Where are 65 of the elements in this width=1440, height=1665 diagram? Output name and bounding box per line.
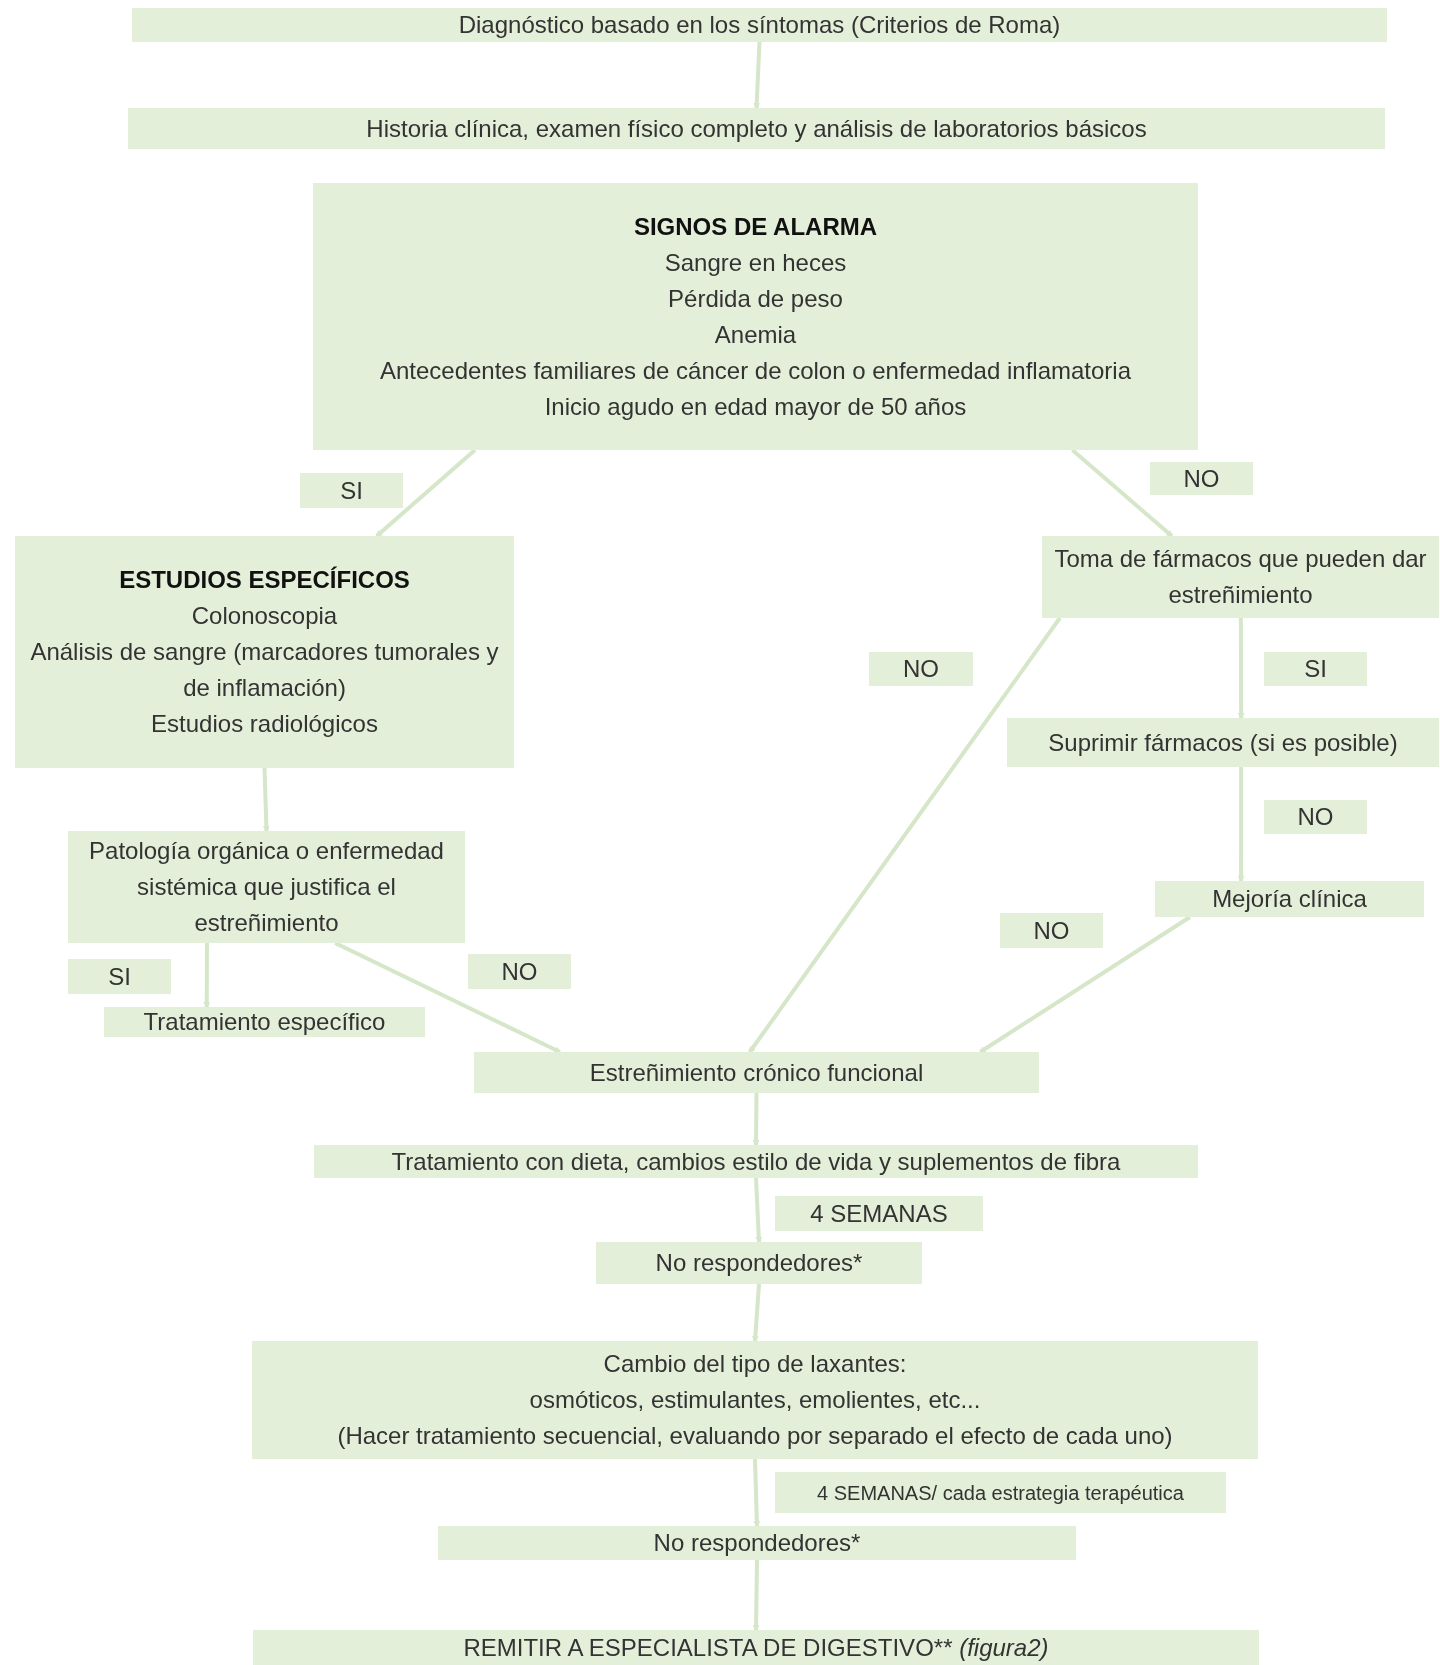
- box-text: Patología orgánica o enfermedad sistémica que justifica el estreñimiento: [88, 836, 445, 938]
- process-box: [596, 1242, 922, 1284]
- edge-label: SI: [300, 473, 403, 508]
- process-box: [132, 8, 1387, 42]
- edge-label: SI: [1264, 652, 1367, 686]
- edge-label: NO: [869, 652, 973, 686]
- box-text: Estreñimiento crónico funcional: [589, 1057, 924, 1088]
- edge-label: 4 SEMANAS: [775, 1196, 983, 1231]
- process-box: [15, 536, 514, 768]
- process-box: [313, 183, 1198, 450]
- arrow: [752, 1092, 760, 1146]
- edge-label: NO: [1000, 913, 1103, 948]
- edge-label: NO: [468, 954, 571, 989]
- box-text: Historia clínica, examen físico completo y análisis de laboratorios básicos: [366, 113, 1147, 144]
- process-box: [68, 831, 465, 943]
- edge-label: SI: [68, 959, 171, 994]
- process-box: [104, 1007, 425, 1037]
- arrow: [754, 1177, 763, 1243]
- process-box: [438, 1526, 1076, 1560]
- process-box: [252, 1341, 1258, 1459]
- box-text: Inicio agudo en edad mayor de 50 años: [544, 391, 967, 422]
- arrow: [753, 1458, 761, 1527]
- arrow: [375, 448, 477, 538]
- process-box: [1007, 718, 1439, 767]
- process-box: [128, 108, 1385, 149]
- arrow: [753, 41, 762, 109]
- arrow: [262, 767, 270, 832]
- arrow: [334, 941, 561, 1054]
- box-heading: ESTUDIOS ESPECÍFICOS: [119, 565, 410, 595]
- process-box: [474, 1052, 1039, 1093]
- box-text: REMITIR A ESPECIALISTA DE DIGESTIVO** (figura2): [463, 1632, 1049, 1663]
- process-box: [1155, 881, 1424, 917]
- box-text: No respondedores*: [655, 1248, 863, 1278]
- box-text: Toma de fármacos que pueden dar estreñimiento: [1053, 544, 1428, 610]
- box-text: Tratamiento con dieta, cambios estilo de vida y suplementos de fibra: [391, 1146, 1121, 1177]
- box-text: Anemia: [714, 319, 797, 350]
- box-text: (Hacer tratamiento secuencial, evaluando por separado el efecto de cada uno): [337, 1421, 1173, 1451]
- box-text: Mejoría clínica: [1212, 884, 1367, 914]
- edge-label: 4 SEMANAS/ cada estrategia terapéutica: [775, 1472, 1226, 1513]
- box-text: Sangre en heces: [664, 247, 847, 278]
- box-text: Suprimir fármacos (si es posible): [1048, 727, 1398, 758]
- box-heading: SIGNOS DE ALARMA: [633, 211, 878, 242]
- process-box: [314, 1145, 1198, 1178]
- arrow: [748, 616, 1062, 1054]
- box-text: osmóticos, estimulantes, emolientes, etc...: [529, 1385, 981, 1415]
- arrow: [751, 1283, 761, 1342]
- arrow: [752, 1559, 760, 1631]
- box-text: No respondedores*: [653, 1528, 861, 1558]
- process-box: [1042, 536, 1439, 618]
- box-text: Tratamiento específico: [143, 1007, 386, 1037]
- edge-label: NO: [1264, 800, 1367, 834]
- arrow: [979, 915, 1192, 1054]
- box-text: Antecedentes familiares de cáncer de colon o enfermedad inflamatoria: [379, 355, 1132, 386]
- box-text: Diagnóstico basado en los síntomas (Criterios de Roma): [458, 10, 1061, 40]
- process-box: [253, 1630, 1259, 1665]
- arrow: [1237, 767, 1245, 882]
- box-text: Estudios radiológicos: [151, 709, 378, 739]
- box-text: Colonoscopia: [191, 601, 338, 631]
- box-text: Cambio del tipo de laxantes:: [603, 1349, 907, 1379]
- arrow: [203, 943, 211, 1008]
- box-text: Pérdida de peso: [668, 283, 843, 314]
- box-text: Análisis de sangre (marcadores tumorales y de inflamación): [29, 637, 500, 703]
- edge-label: NO: [1150, 462, 1253, 495]
- arrow: [1237, 618, 1245, 719]
- arrow: [1071, 448, 1174, 538]
